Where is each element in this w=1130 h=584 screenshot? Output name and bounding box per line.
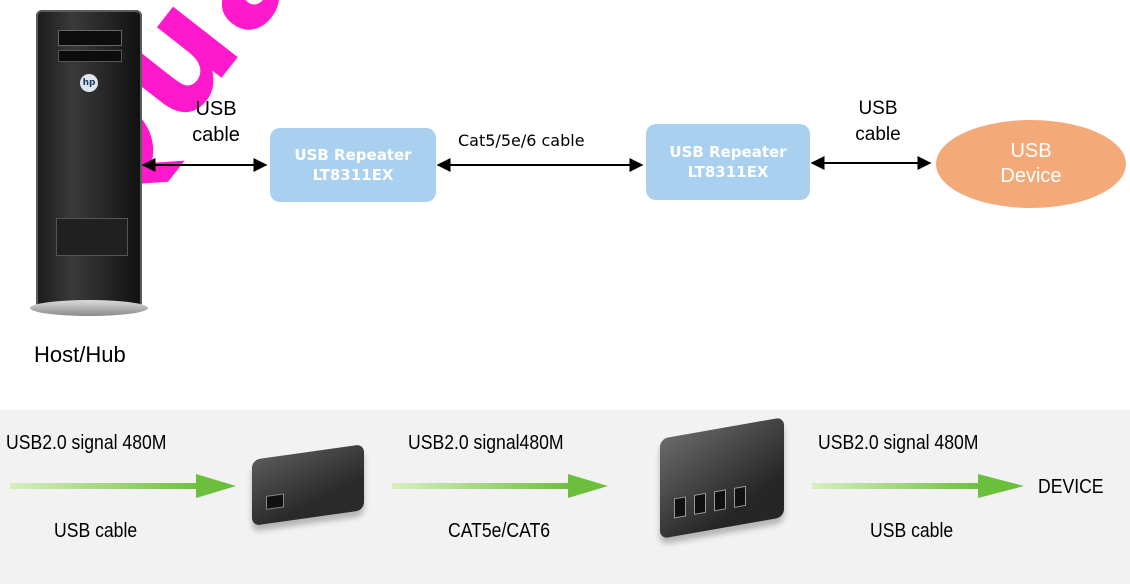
usb-port xyxy=(674,496,686,519)
usb-cable-label-1: USB cable xyxy=(192,98,240,146)
usb-port xyxy=(734,485,746,508)
seg2-signal-label: USB2.0 signal480M xyxy=(408,432,564,454)
cat-cable-label: Cat5/5e/6 cable xyxy=(458,131,585,150)
host-hub-label: Host/Hub xyxy=(34,342,126,367)
green-signal-arrows xyxy=(10,474,1024,498)
repeater-box-1: USB Repeater LT8311EX xyxy=(270,128,436,202)
seg1-cable-label: USB cable xyxy=(54,520,138,542)
usb-port xyxy=(714,489,726,512)
repeater-box-2: USB Repeater LT8311EX xyxy=(646,124,810,200)
green-arrow-1 xyxy=(10,474,236,498)
bottom-signal-band xyxy=(0,410,1130,584)
seg3-cable-label: USB cable xyxy=(870,520,954,542)
drive-bay xyxy=(58,50,122,62)
green-arrow-2 xyxy=(392,474,608,498)
device-end-label: DEVICE xyxy=(1038,476,1104,498)
front-panel-ports xyxy=(56,218,128,256)
hp-logo: hp xyxy=(80,74,98,92)
seg1-signal-label: USB2.0 signal 480M xyxy=(6,432,167,454)
seg3-signal-label: USB2.0 signal 480M xyxy=(818,432,979,454)
host-pc-image: hp xyxy=(30,10,148,316)
usb-device-ellipse: USB Device xyxy=(936,120,1126,208)
rj45-port xyxy=(266,493,284,510)
top-connector-arrows xyxy=(141,156,932,172)
tower-stand xyxy=(30,300,148,316)
optical-drive-bay xyxy=(58,30,122,46)
seg2-cable-label: CAT5e/CAT6 xyxy=(448,520,551,542)
usb-cable-label-2: USB cable xyxy=(855,98,901,145)
usb-port xyxy=(694,492,706,515)
green-arrow-3 xyxy=(812,474,1024,498)
